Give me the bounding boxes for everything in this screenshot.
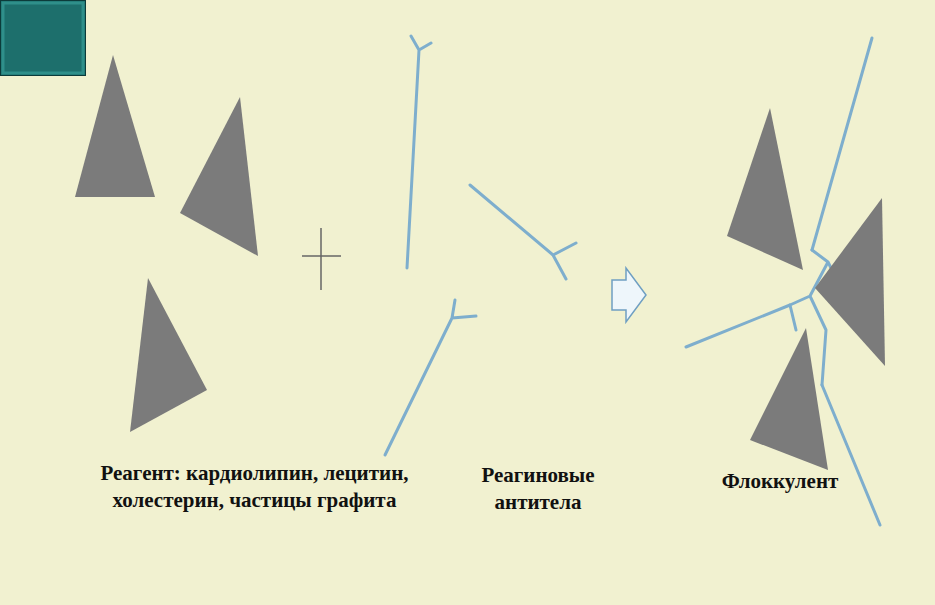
plus-horizontal [302, 255, 341, 257]
reaction-arrow [612, 268, 646, 322]
reagent-triangle [815, 198, 885, 366]
plus-vertical [320, 228, 322, 290]
flocculent-cluster [686, 38, 885, 525]
corner-square [0, 0, 86, 76]
reagent-triangle [75, 55, 155, 197]
reagent-particles [75, 55, 258, 432]
reagent-triangle [130, 278, 207, 432]
reagent-triangle [727, 108, 803, 270]
cluster-particles [727, 108, 885, 470]
antibody-strand [812, 38, 872, 250]
corner-square-bevel [3, 3, 83, 73]
antibody-strand [822, 385, 880, 525]
antibody-strand [686, 305, 790, 347]
plus-sign [302, 228, 341, 290]
reagent-triangle [180, 97, 258, 256]
flocculent-caption: Флоккулент [700, 468, 860, 495]
antibody-caption: Реагиновые антитела [473, 462, 603, 517]
antibody-y [470, 185, 576, 279]
corner-square-border [1, 1, 86, 76]
antibodies [385, 36, 576, 455]
corner-badge [0, 0, 86, 76]
reagent-triangle [750, 328, 828, 470]
antibody-y [385, 300, 476, 455]
reagent-caption: Реагент: кардиолипин, лецитин, холестери… [62, 460, 447, 515]
antibody-y [407, 36, 431, 268]
